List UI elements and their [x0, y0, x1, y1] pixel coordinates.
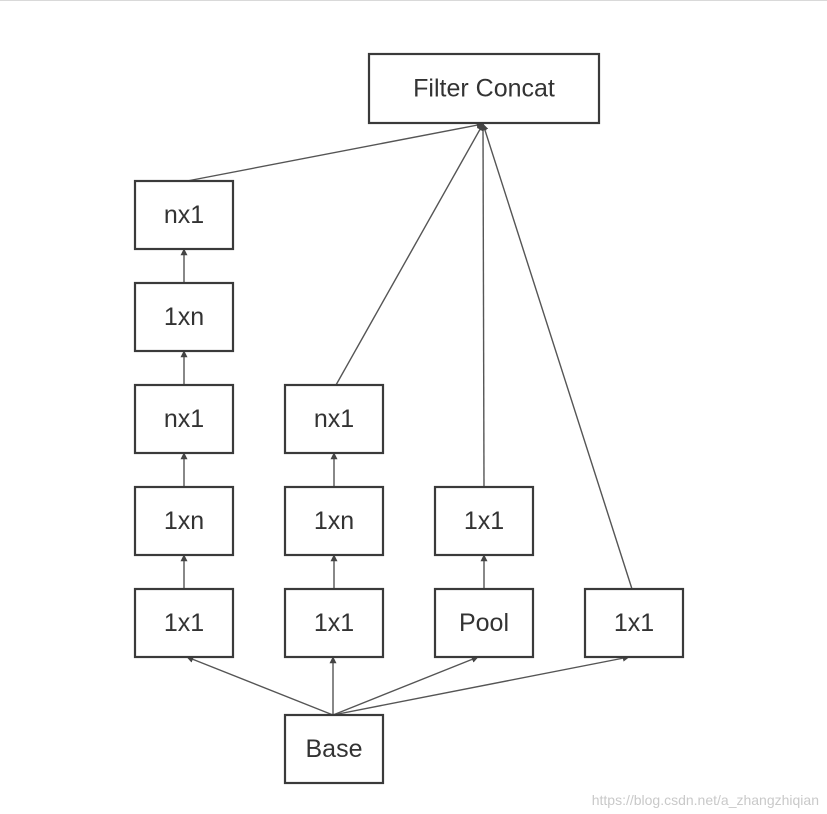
node-label-c4-1x1: 1x1 [614, 609, 654, 637]
node-box-c3-pool [433, 587, 535, 659]
node-c1-1x1: 1x1 [133, 587, 235, 659]
node-label-c2-1x1: 1x1 [314, 609, 354, 637]
node-box-c2-1x1 [283, 587, 385, 659]
edge-c3-1x1-to-filter-concat [479, 123, 487, 488]
node-label-c3-pool: Pool [459, 609, 509, 637]
node-base: Base [283, 713, 385, 785]
node-label-filter-concat: Filter Concat [413, 75, 555, 103]
node-c3-1x1: 1x1 [433, 485, 535, 557]
node-box-c1-nx1-top [133, 179, 235, 251]
top-border [0, 0, 827, 1]
node-c2-nx1: nx1 [283, 383, 385, 455]
node-box-filter-concat [367, 52, 601, 125]
node-box-c1-1xn-top [133, 281, 235, 353]
node-label-c1-nx1-mid: nx1 [164, 405, 204, 433]
node-box-c1-nx1-mid [133, 383, 235, 455]
node-c1-nx1-top: nx1 [133, 179, 235, 251]
node-box-c2-nx1 [283, 383, 385, 455]
node-box-c4-1x1 [583, 587, 685, 659]
nodes-layer: Filter Concat nx1 1xn nx1 1xn 1x1 nx1 1xn 1x1 1x1… [133, 52, 685, 785]
edge-c1-nx1-top-to-filter-concat [186, 121, 484, 182]
edges-layer [180, 121, 633, 716]
node-c2-1xn: 1xn [283, 485, 385, 557]
node-box-c1-1xn-bottom [133, 485, 235, 557]
node-label-c1-1x1: 1x1 [164, 609, 204, 637]
node-label-c1-1xn-top: 1xn [164, 303, 204, 331]
node-label-c2-nx1: nx1 [314, 405, 354, 433]
node-c1-1xn-bottom: 1xn [133, 485, 235, 557]
node-c1-1xn-top: 1xn [133, 281, 235, 353]
watermark-text: https://blog.csdn.net/a_zhangzhiqian [591, 792, 819, 808]
node-box-c2-1xn [283, 485, 385, 557]
edge-c4-1x1-to-filter-concat [481, 123, 633, 590]
node-label-c2-1xn: 1xn [314, 507, 354, 535]
node-c3-pool: Pool [433, 587, 535, 659]
edge-base-to-c3-pool [332, 656, 479, 716]
node-label-base: Base [306, 735, 363, 763]
node-box-c1-1x1 [133, 587, 235, 659]
node-box-base [283, 713, 385, 785]
node-c2-1x1: 1x1 [283, 587, 385, 659]
edge-c2-nx1-to-filter-concat [335, 123, 484, 386]
node-filter-concat: Filter Concat [367, 52, 601, 125]
node-label-c1-nx1-top: nx1 [164, 201, 204, 229]
node-label-c3-1x1: 1x1 [464, 507, 504, 535]
edge-base-to-c1-1x1 [186, 656, 334, 716]
node-c4-1x1: 1x1 [583, 587, 685, 659]
node-c1-nx1-mid: nx1 [133, 383, 235, 455]
edge-base-to-c4-1x1 [332, 654, 630, 716]
node-box-c3-1x1 [433, 485, 535, 557]
node-label-c1-1xn-bottom: 1xn [164, 507, 204, 535]
